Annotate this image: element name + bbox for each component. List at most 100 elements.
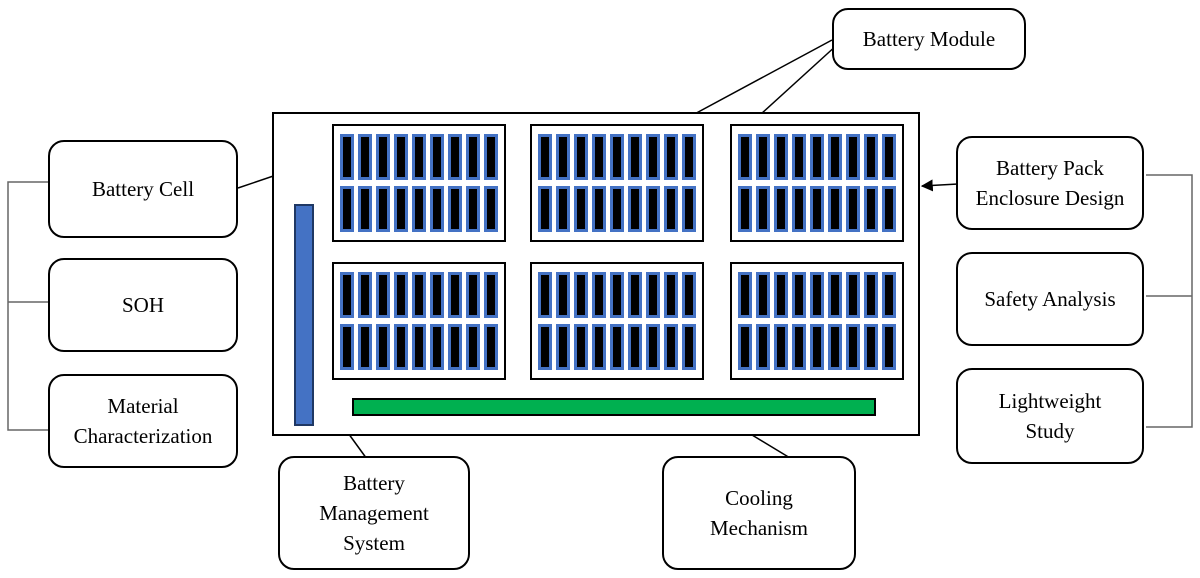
- battery-cell: [574, 186, 588, 232]
- battery-cell: [556, 272, 570, 318]
- battery-cell: [430, 272, 444, 318]
- battery-cell: [538, 272, 552, 318]
- battery-cell: [556, 134, 570, 180]
- battery-cell: [738, 134, 752, 180]
- battery-module: [730, 124, 904, 242]
- arrow-enclosure: [920, 179, 959, 192]
- battery-cell: [466, 134, 480, 180]
- battery-cell: [412, 186, 426, 232]
- battery-cell: [412, 272, 426, 318]
- battery-cell: [556, 324, 570, 370]
- battery-cell: [466, 324, 480, 370]
- battery-cell: [358, 134, 372, 180]
- battery-cell: [646, 134, 660, 180]
- battery-cell: [682, 134, 696, 180]
- battery-cell: [574, 134, 588, 180]
- battery-pack-enclosure-design-label: Battery Pack Enclosure Design: [956, 136, 1144, 230]
- battery-cell: [466, 186, 480, 232]
- battery-cell: [828, 134, 842, 180]
- battery-cell: [774, 324, 788, 370]
- lightweight-study-label: Lightweight Study: [956, 368, 1144, 464]
- battery-cell: [792, 186, 806, 232]
- battery-cell: [792, 134, 806, 180]
- bms-bar: [294, 204, 314, 426]
- battery-cell: [664, 134, 678, 180]
- battery-cell: [646, 324, 660, 370]
- battery-cell: [846, 134, 860, 180]
- battery-cell: [610, 186, 624, 232]
- battery-cell: [592, 272, 606, 318]
- battery-cell: [756, 324, 770, 370]
- safety-analysis-label: Safety Analysis: [956, 252, 1144, 346]
- battery-cell: [340, 324, 354, 370]
- battery-cell: [864, 134, 878, 180]
- battery-cell: [358, 324, 372, 370]
- battery-cell: [864, 186, 878, 232]
- left-bracket: [7, 181, 48, 431]
- battery-cell: [412, 134, 426, 180]
- battery-cell: [538, 186, 552, 232]
- battery-cell: [430, 324, 444, 370]
- battery-cell: [882, 324, 896, 370]
- battery-cell: [882, 134, 896, 180]
- battery-cell: [394, 324, 408, 370]
- battery-cell: [466, 272, 480, 318]
- battery-cell: [610, 134, 624, 180]
- battery-cell: [774, 272, 788, 318]
- battery-cell: [376, 324, 390, 370]
- battery-cell: [774, 134, 788, 180]
- battery-cell: [810, 134, 824, 180]
- arrow-module-2: [749, 43, 839, 125]
- battery-cell: [864, 272, 878, 318]
- battery-cell: [358, 186, 372, 232]
- battery-cell: [646, 272, 660, 318]
- battery-cell: [538, 134, 552, 180]
- battery-cell: [774, 186, 788, 232]
- battery-cell: [592, 134, 606, 180]
- arrow-module-1: [674, 39, 833, 125]
- battery-cell: [484, 272, 498, 318]
- battery-cell: [810, 324, 824, 370]
- battery-cell: [846, 186, 860, 232]
- battery-cell: [756, 134, 770, 180]
- battery-cell: [412, 324, 426, 370]
- battery-cell: [448, 272, 462, 318]
- battery-cell: [664, 272, 678, 318]
- battery-cell: [538, 324, 552, 370]
- battery-cell: [646, 186, 660, 232]
- battery-cell: [682, 324, 696, 370]
- battery-cell: [376, 186, 390, 232]
- battery-cell: [682, 186, 696, 232]
- battery-cell-label: Battery Cell: [48, 140, 238, 238]
- battery-cell: [592, 324, 606, 370]
- battery-cell: [484, 324, 498, 370]
- battery-module: [332, 262, 506, 380]
- battery-cell: [682, 272, 696, 318]
- battery-cell: [846, 324, 860, 370]
- battery-module: [332, 124, 506, 242]
- battery-cell: [610, 324, 624, 370]
- battery-cell: [574, 324, 588, 370]
- battery-cell: [792, 324, 806, 370]
- battery-cell: [430, 186, 444, 232]
- battery-cell: [828, 272, 842, 318]
- battery-cell: [738, 186, 752, 232]
- battery-cell: [340, 134, 354, 180]
- battery-cell: [394, 134, 408, 180]
- battery-module-label: Battery Module: [832, 8, 1026, 70]
- battery-cell: [828, 324, 842, 370]
- right-bracket: [1146, 174, 1193, 428]
- battery-cell: [376, 134, 390, 180]
- battery-cell: [792, 272, 806, 318]
- battery-cell: [756, 186, 770, 232]
- battery-cell: [756, 272, 770, 318]
- battery-module: [730, 262, 904, 380]
- battery-module: [530, 124, 704, 242]
- battery-cell: [738, 272, 752, 318]
- battery-cell: [394, 272, 408, 318]
- battery-cell: [628, 272, 642, 318]
- battery-cell: [810, 272, 824, 318]
- battery-cell: [664, 186, 678, 232]
- battery-cell: [738, 324, 752, 370]
- battery-cell: [340, 186, 354, 232]
